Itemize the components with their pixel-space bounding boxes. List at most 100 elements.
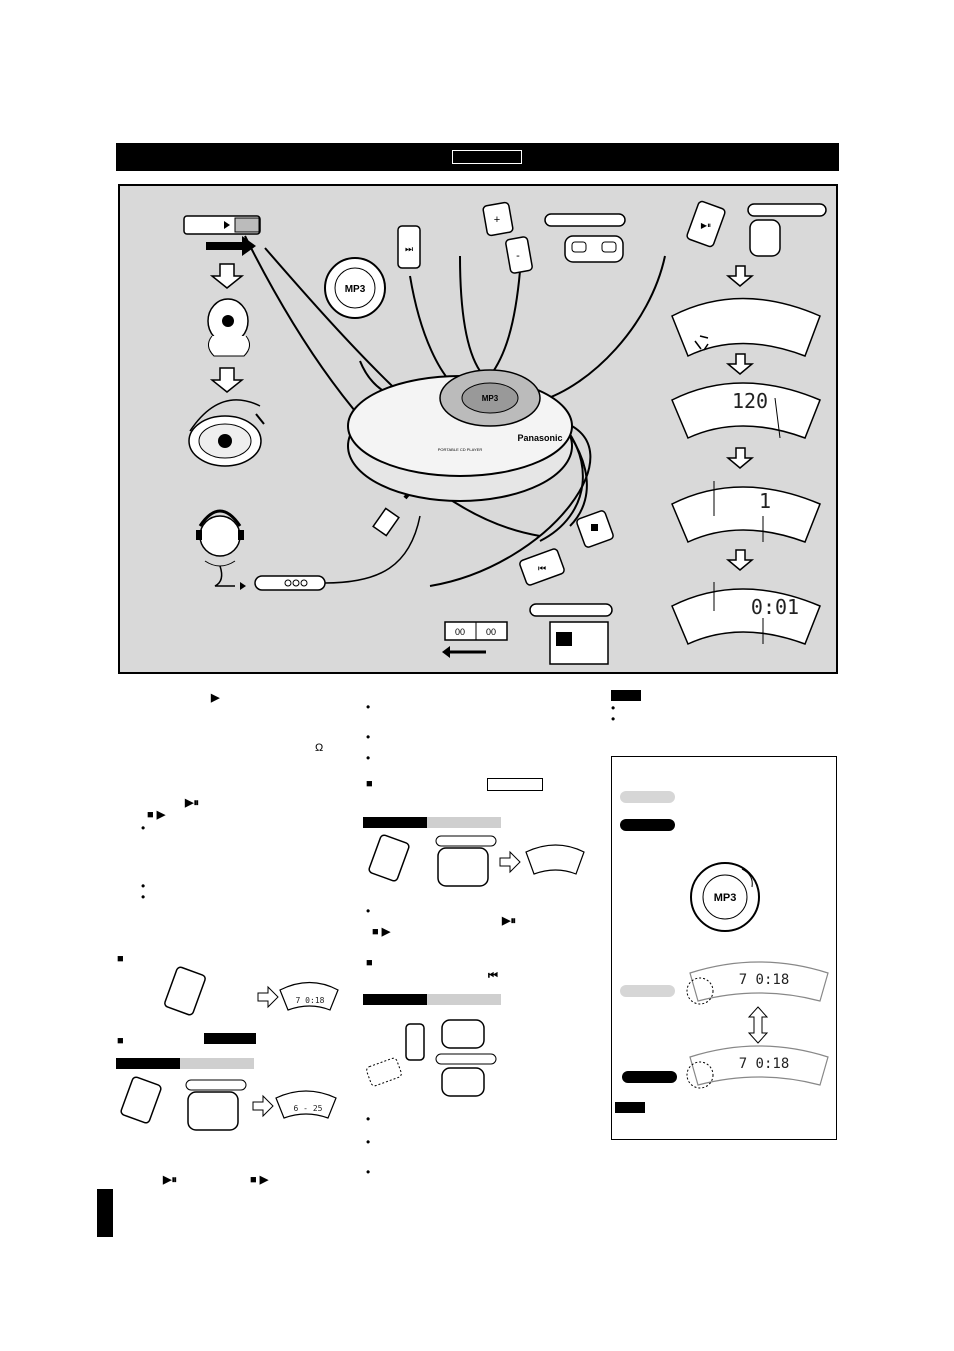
mp3-mode-panel: MP3 7 0:18 7 0:18 xyxy=(611,756,837,1140)
skip-back-icon: ⏮ xyxy=(538,563,546,573)
illustration-svg: Ω MP3 ⏭ + - ▶⏸ xyxy=(183,200,827,665)
label-tag-light xyxy=(427,994,501,1005)
lcd-panel-3 xyxy=(671,486,821,544)
lcd-text: 7 0:18 xyxy=(739,972,790,988)
bullet: • xyxy=(366,730,371,744)
note-tag xyxy=(611,690,641,701)
headphone-symbol: Ω xyxy=(315,742,324,754)
bullet: • xyxy=(366,1112,371,1126)
cd-player-body: MP3 Panasonic PORTABLE CD PLAYER xyxy=(347,369,573,502)
stop-button-illustration xyxy=(576,510,614,548)
down-arrow xyxy=(209,367,245,393)
page-side-tab xyxy=(97,1189,113,1237)
section-square-marker: ■ xyxy=(117,1035,124,1047)
bullet: • xyxy=(366,700,371,714)
device-label: PORTABLE CD PLAYER xyxy=(438,447,483,452)
skip-forward-button-illustration: ⏭ xyxy=(397,225,421,269)
volume-up-icon: + xyxy=(494,214,500,226)
label-tag-light xyxy=(180,1058,254,1069)
connector-line xyxy=(539,255,666,402)
bullet: • xyxy=(611,712,616,726)
stop-remote-illustration: 6 - 25 xyxy=(120,1076,337,1131)
display-sequence: 120 1 0:01 xyxy=(671,265,821,646)
bullet: • xyxy=(366,751,371,765)
skip-remote-illustration xyxy=(366,1019,497,1097)
mp3-label: MP3 xyxy=(345,284,366,295)
mode-pill-dark xyxy=(620,819,675,831)
open-lever-illustration xyxy=(183,215,261,256)
down-arrow xyxy=(725,353,755,375)
lcd-mp3-off: 7 0:18 xyxy=(686,961,829,1005)
swap-arrow-icon xyxy=(747,1006,769,1044)
volume-down-icon: - xyxy=(516,250,520,262)
section-square-marker: ■ xyxy=(366,778,373,790)
label-tag-outline xyxy=(487,778,543,791)
lcd-text: 7 0:18 xyxy=(739,1056,790,1072)
down-arrow xyxy=(725,447,755,469)
play-pause-symbol: ▶⏸ xyxy=(502,915,516,927)
down-arrow xyxy=(725,549,755,571)
skip-back-button-illustration: ⏮ xyxy=(519,548,565,586)
stop-play-symbol: ■ ▶ xyxy=(250,1174,269,1186)
stop-play-symbol: ■ ▶ xyxy=(372,926,391,938)
label-tag-dark xyxy=(116,1058,180,1069)
lcd-tracks-count: 120 xyxy=(732,389,768,413)
person-with-headphones-illustration xyxy=(196,509,246,590)
play-pause-button-illustration: ▶⏸ xyxy=(686,200,827,257)
skip-back-symbol: ⏮ xyxy=(488,970,498,982)
lcd-track-number: 1 xyxy=(759,489,771,513)
play-symbol: ▶ xyxy=(211,692,220,704)
stop-play-symbol: ■ ▶ xyxy=(147,809,166,821)
bullet: • xyxy=(366,1135,371,1149)
label-tag-light xyxy=(427,817,501,828)
sparkle-icon xyxy=(694,335,709,351)
lcd-panel-2 xyxy=(671,382,821,440)
label-tag-dark xyxy=(363,817,427,828)
bullet: • xyxy=(366,1165,371,1179)
play-pause-symbol: ▶⏸ xyxy=(185,797,199,809)
main-illustration: Ω MP3 ⏭ + - ▶⏸ xyxy=(118,184,838,674)
open-player-illustration xyxy=(188,399,265,467)
note-tag xyxy=(615,1102,645,1113)
connector-line xyxy=(409,275,461,392)
remote-control-cord xyxy=(254,515,421,591)
disc-holding-illustration xyxy=(207,298,250,357)
brand-label: Panasonic xyxy=(517,433,562,443)
stop-display-illustration xyxy=(368,834,585,887)
mode-pill-light xyxy=(620,985,675,997)
pause-illustration: 7 0:18 xyxy=(164,966,339,1016)
bullet: • xyxy=(141,890,146,904)
play-pause-symbol: ▶⏸ xyxy=(163,1174,177,1186)
bullet: • xyxy=(611,701,616,715)
stop-icon xyxy=(591,524,598,531)
section-square-marker: ■ xyxy=(117,953,124,965)
remote-hold-illustration xyxy=(529,603,613,665)
section-title-box xyxy=(452,150,522,164)
counter-digits-b: 00 xyxy=(486,627,496,637)
bullet: • xyxy=(141,821,146,835)
connector-line xyxy=(459,255,481,372)
mode-pill-dark xyxy=(622,1071,677,1083)
counter-digits-a: 00 xyxy=(455,627,465,637)
counter-box: 00 00 xyxy=(442,621,508,658)
play-pause-icon: ▶⏸ xyxy=(701,221,711,230)
remote-volume-illustration xyxy=(544,213,626,263)
mp3-dial-illustration: MP3 xyxy=(324,257,386,319)
label-tag-dark xyxy=(363,994,427,1005)
mp3-label: MP3 xyxy=(482,394,499,403)
small-lcd-text: 6 - 25 xyxy=(294,1104,323,1113)
lcd-panel-4 xyxy=(671,588,821,646)
mode-pill-light xyxy=(620,791,675,803)
down-arrow xyxy=(725,265,755,287)
volume-buttons-illustration: + - xyxy=(482,201,533,274)
bullet: • xyxy=(366,904,371,918)
label-tag-dark xyxy=(204,1033,256,1044)
skip-forward-icon: ⏭ xyxy=(405,244,413,254)
bullet: • xyxy=(141,879,146,893)
lcd-panel-1 xyxy=(671,297,821,358)
section-square-marker: ■ xyxy=(366,957,373,969)
mp3-dial-illustration: MP3 xyxy=(690,862,760,932)
connector-line xyxy=(489,270,521,377)
connector-line xyxy=(429,420,592,587)
down-arrow xyxy=(209,263,245,289)
